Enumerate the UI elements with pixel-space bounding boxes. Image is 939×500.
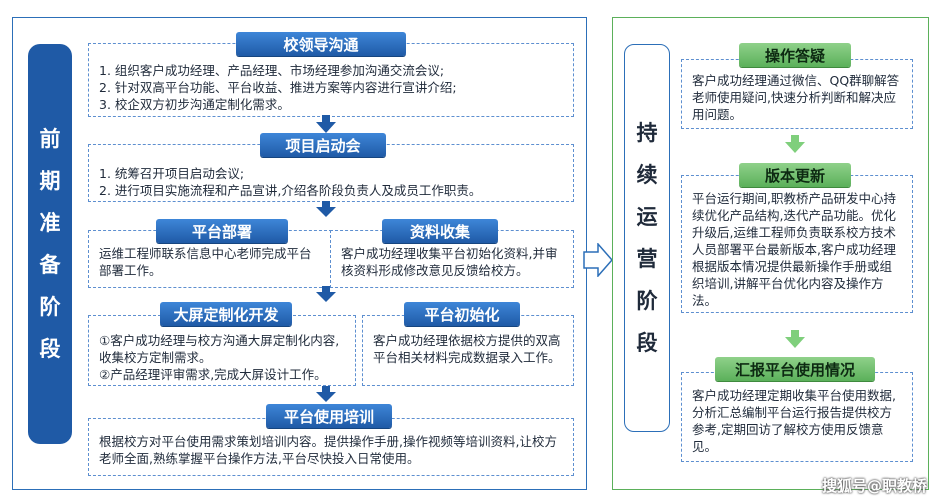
init-text: 客户成功经理依据校方提供的双高平台相关材料完成数据录入工作。	[373, 333, 561, 365]
right-arrow-icon	[583, 243, 613, 277]
init-box: 客户成功经理依据校方提供的双高平台相关材料完成数据录入工作。	[362, 315, 574, 386]
pre-phase-label: 前期准备阶段	[28, 44, 72, 444]
deploy-title: 平台部署	[156, 219, 288, 243]
collect-text: 客户成功经理收集平台初始化资料,并审核资料形成修改意见反馈给校方。	[341, 246, 558, 278]
leadership-items: 1. 组织客户成功经理、产品经理、市场经理参加沟通交流会议; 2. 针对双高平台…	[99, 63, 457, 112]
down-arrow-icon	[316, 386, 336, 402]
update-text: 平台运行期间,职教桥产品研发中心持续优化产品结构,迭代产品功能。优化升级后,运维…	[692, 191, 896, 308]
screen-items: ①客户成功经理与校方沟通大屏定制化内容,收集校方定制需求。 ②产品经理评审需求,…	[99, 333, 340, 382]
down-arrow-icon	[316, 115, 336, 133]
qa-box: 客户成功经理通过微信、QQ群聊解答老师使用疑问,快速分析判断和解决应用问题。	[681, 59, 913, 129]
qa-text: 客户成功经理通过微信、QQ群聊解答老师使用疑问,快速分析判断和解决应用问题。	[692, 73, 900, 122]
ops-phase-label: 持续运营阶段	[624, 44, 670, 432]
update-box: 平台运行期间,职教桥产品研发中心持续优化产品结构,迭代产品功能。优化升级后,运维…	[681, 175, 913, 313]
kickoff-title: 项目启动会	[260, 133, 386, 157]
screen-box: ①客户成功经理与校方沟通大屏定制化内容,收集校方定制需求。 ②产品经理评审需求,…	[88, 315, 356, 386]
watermark: 搜狐号@职教桥	[821, 477, 927, 495]
down-arrow-icon	[316, 286, 336, 302]
training-title: 平台使用培训	[266, 404, 392, 428]
screen-title: 大屏定制化开发	[160, 302, 292, 326]
report-text: 客户成功经理定期收集平台使用数据,分析汇总编制平台运行报告提供校方参考,定期回访…	[692, 388, 896, 454]
report-title: 汇报平台使用情况	[715, 357, 875, 381]
qa-title: 操作答疑	[739, 43, 851, 67]
down-arrow-icon	[785, 135, 805, 153]
collect-title: 资料收集	[382, 219, 498, 243]
training-box: 根据校方对平台使用需求策划培训内容。提供操作手册,操作视频等培训资料,让校方老师…	[88, 418, 574, 476]
down-arrow-icon	[785, 330, 805, 348]
init-title: 平台初始化	[404, 302, 520, 326]
kickoff-items: 1. 统筹召开项目启动会议; 2. 进行项目实施流程和产品宣讲,介绍各阶段负责人…	[99, 166, 482, 198]
report-box: 客户成功经理定期收集平台使用数据,分析汇总编制平台运行报告提供校方参考,定期回访…	[681, 372, 913, 462]
down-arrow-icon	[316, 201, 336, 217]
deploy-text: 运维工程师联系信息中心老师完成平台部署工作。	[99, 246, 312, 278]
training-text: 根据校方对平台使用需求策划培训内容。提供操作手册,操作视频等培训资料,让校方老师…	[99, 434, 557, 466]
update-title: 版本更新	[739, 163, 851, 187]
leadership-title: 校领导沟通	[236, 32, 406, 56]
